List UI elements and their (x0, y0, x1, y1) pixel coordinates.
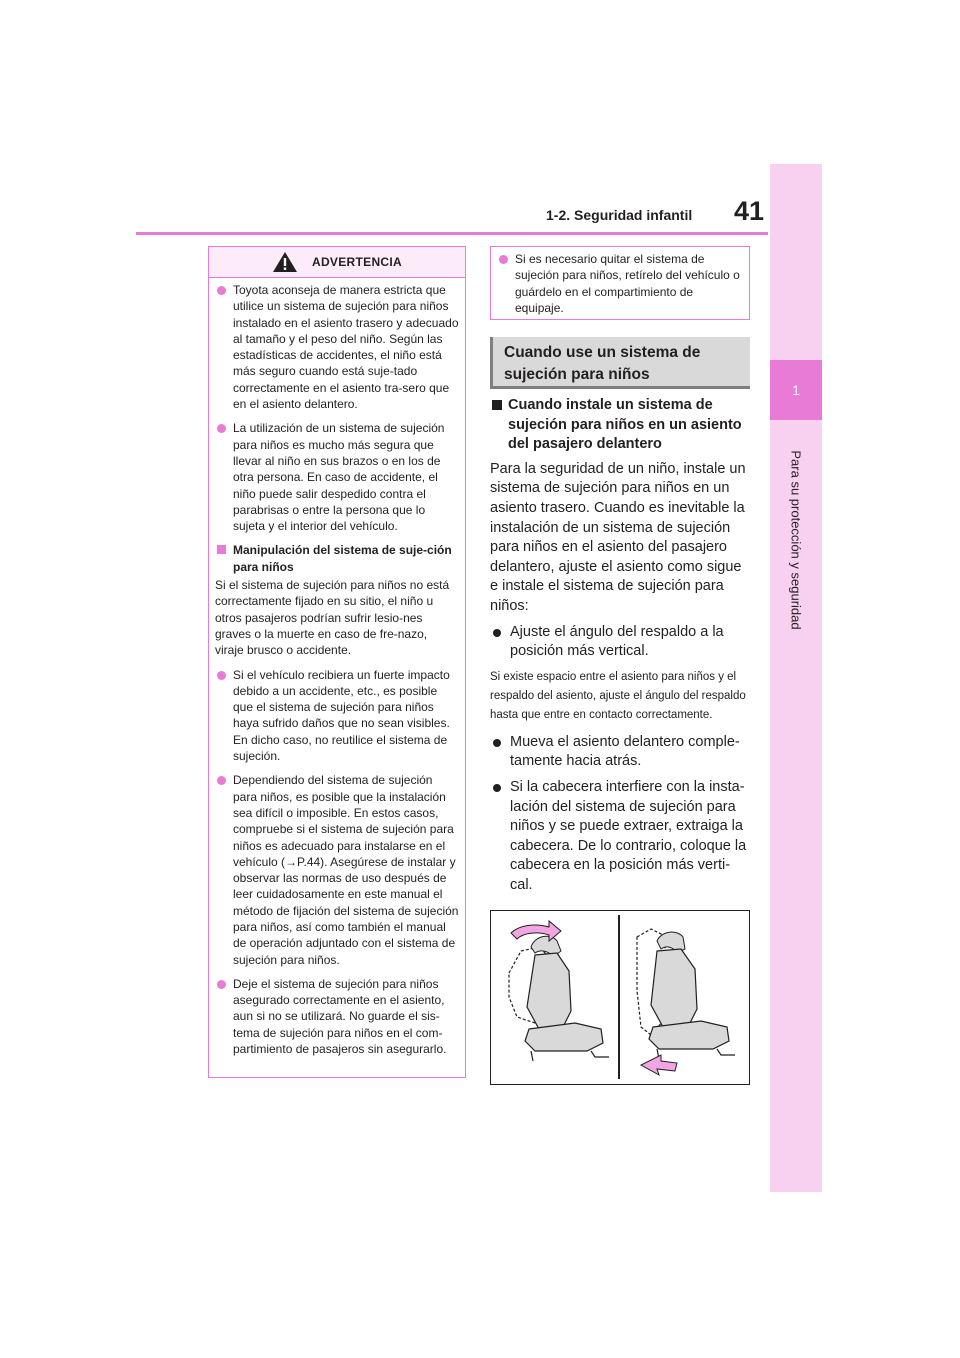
warning-header: ADVERTENCIA (209, 247, 465, 278)
chapter-title: Para su protección y seguridad (788, 450, 804, 630)
side-tab (770, 164, 822, 1192)
warning-continuation-box: Si es necesario quitar el sistema de suj… (490, 246, 750, 320)
seat-right-icon (636, 928, 735, 1077)
warning-subheading: Manipulación del sistema de suje-ción pa… (215, 542, 459, 575)
warning-bullet: Dependiendo del sistema de sujeción para… (215, 772, 459, 968)
list-item: Mueva el asiento delantero comple-tament… (490, 733, 752, 772)
warning-bullet: Deje el sistema de sujeción para niños a… (215, 976, 459, 1057)
list-item: Ajuste el ángulo del respaldo a la posic… (490, 623, 752, 662)
body-paragraph: Para la seguridad de un niño, instale un… (490, 460, 746, 614)
warning-bullet: Si el vehículo recibiera un fuerte impac… (215, 667, 459, 765)
warning-body: Toyota aconseja de manera estricta que u… (209, 278, 465, 1057)
seat-adjustment-diagram (508, 915, 735, 1079)
page-number: 41 (734, 196, 765, 226)
warning-subheading-text: Manipulación del sistema de suje-ción pa… (233, 543, 452, 574)
section-body: Cuando instale un sistema de sujeción pa… (490, 396, 752, 901)
header-rule (136, 232, 768, 235)
square-bullet-icon (492, 400, 502, 410)
subheading-text: Cuando instale un sistema de sujeción pa… (508, 397, 742, 453)
square-bullet-icon (217, 545, 226, 555)
chapter-number: 1 (770, 360, 822, 420)
warning-icon (273, 252, 297, 272)
warning-bullet: Toyota aconseja de manera estricta que u… (215, 282, 459, 412)
section-heading: Cuando use un sistema de sujeción para n… (504, 344, 701, 383)
note-text: Si existe espacio entre el asiento para … (490, 670, 746, 721)
section-heading-accent (490, 337, 493, 386)
seat-illustration (490, 910, 750, 1085)
warning-box: ADVERTENCIA Toyota aconseja de manera es… (208, 246, 466, 1078)
warning-paragraph: Si el sistema de sujeción para niños no … (215, 578, 450, 658)
list-item: Si la cabecera interfiere con la insta-l… (490, 778, 752, 896)
warning-bullet: La utilización de un sistema de sujeción… (215, 420, 459, 534)
section-heading-bar: Cuando use un sistema de sujeción para n… (490, 337, 750, 389)
seat-left-icon (508, 919, 609, 1062)
warning-bullet: Si es necesario quitar el sistema de suj… (497, 251, 743, 316)
subheading: Cuando instale un sistema de sujeción pa… (490, 396, 752, 455)
warning-title: ADVERTENCIA (312, 255, 402, 269)
section-header: 1-2. Seguridad infantil (546, 207, 693, 223)
